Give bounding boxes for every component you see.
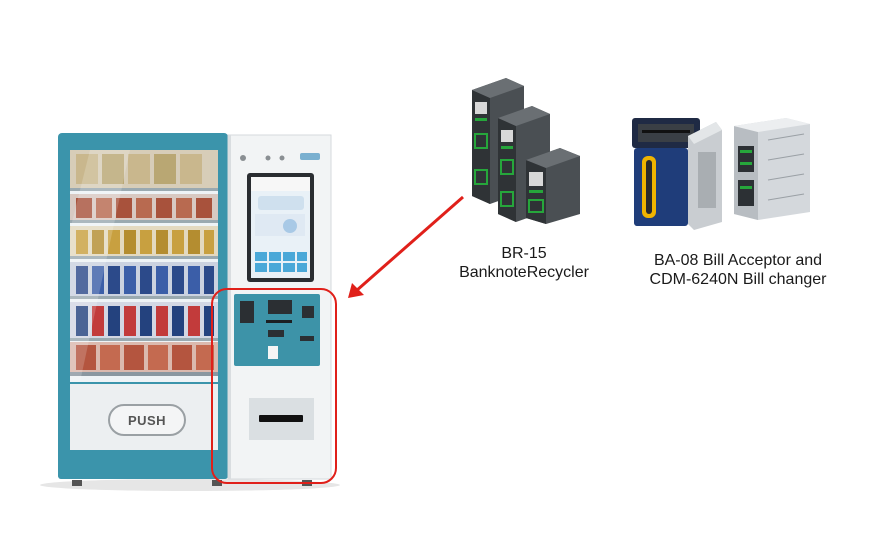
acceptor-line-1: BA-08 Bill Acceptor and [653,252,823,269]
push-label: PUSH [127,412,167,428]
push-flap[interactable]: PUSH [108,404,186,436]
recycler-name: BanknoteRecycler [459,264,589,281]
recycler-model: BR-15 [501,245,547,262]
product-shelves [70,150,218,376]
banknote-recycler-image [462,74,584,224]
acceptor-line-2: CDM-6240N Bill changer [649,271,827,288]
acceptor-caption: BA-08 Bill Acceptor and CDM-6240N Bill c… [628,251,848,289]
bill-acceptor-image [628,112,724,232]
bill-changer-image [728,116,816,220]
payment-module-highlight [211,288,337,484]
recycler-caption: BR-15 BanknoteRecycler [440,244,608,282]
